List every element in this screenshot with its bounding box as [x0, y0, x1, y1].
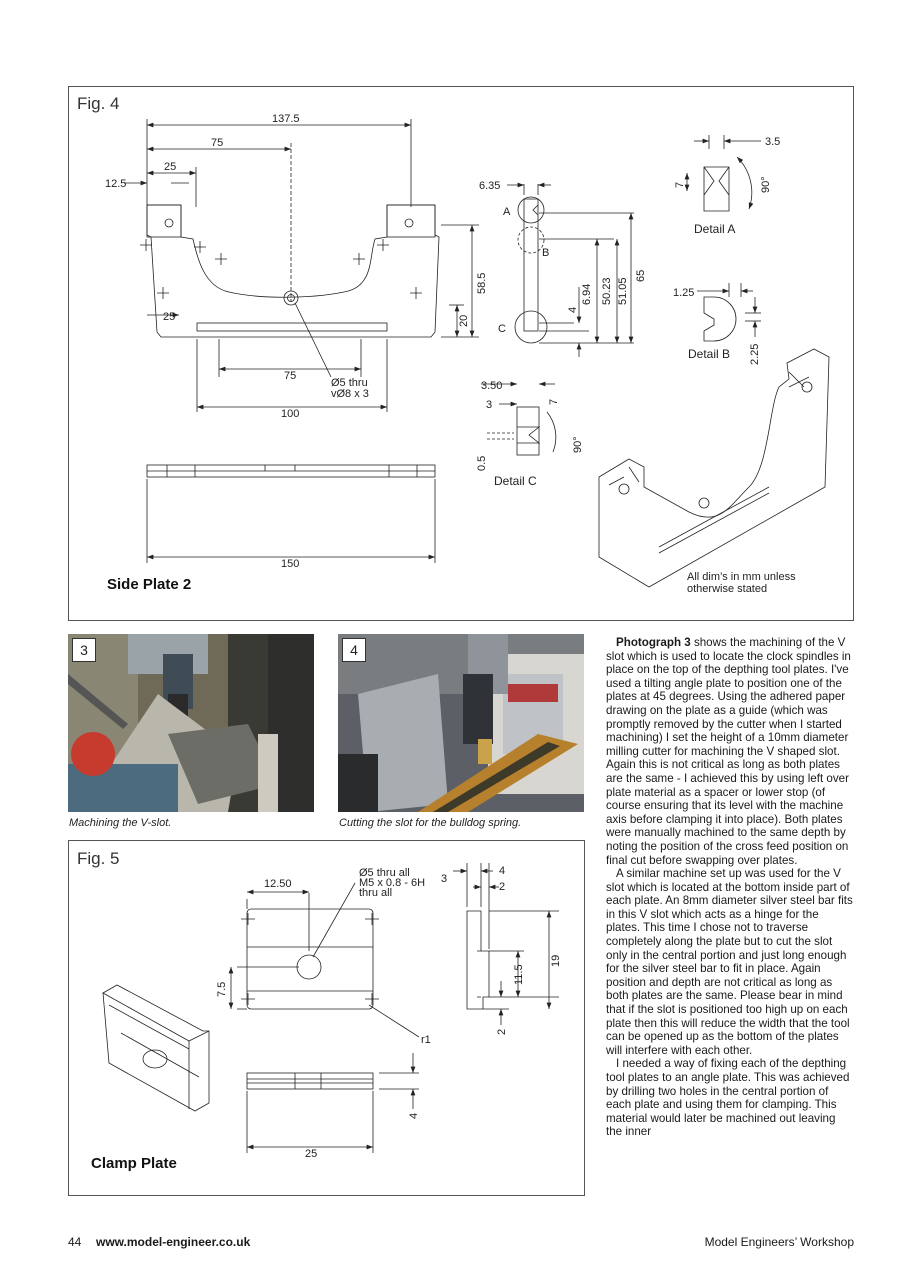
- photo-4-number: 4: [342, 638, 366, 662]
- label-b: B: [542, 247, 549, 259]
- hole-spec-3: thru all: [359, 887, 392, 899]
- figure-4: Fig. 4: [68, 86, 854, 621]
- photo-reference: Photograph 3: [616, 636, 691, 649]
- photo-3-number: 3: [72, 638, 96, 662]
- detail-c-label: Detail C: [494, 474, 537, 488]
- article-text: Photograph 3 shows the machining of the …: [606, 636, 854, 1139]
- dim-2-bottom: 2: [496, 1029, 508, 1035]
- website-url[interactable]: www.model-engineer.co.uk: [96, 1235, 251, 1249]
- dim-50-23: 50.23: [601, 277, 613, 305]
- figure-4-label: Fig. 4: [77, 94, 120, 113]
- hole-callout-2: vØ8 x 3: [331, 388, 369, 400]
- dim-3-50: 3.50: [481, 380, 502, 392]
- photo-3-image: [68, 634, 314, 812]
- dim-12-50: 12.50: [264, 878, 292, 890]
- dim-2-25: 2.25: [749, 344, 761, 365]
- dim-100: 100: [281, 408, 299, 420]
- dim-90-c: 90°: [572, 436, 584, 453]
- radius-r1: r1: [421, 1034, 431, 1046]
- clamp-plate-drawing: 12.50 Ø5 thru all M5 x 0.8 - 6H thru all…: [102, 863, 562, 1160]
- figure-5-label: Fig. 5: [77, 849, 120, 868]
- paragraph-1: Photograph 3 shows the machining of the …: [606, 636, 854, 867]
- paragraph-2: A similar machine set up was used for th…: [606, 867, 853, 1057]
- dim-3-5: 3.5: [765, 136, 780, 148]
- dim-1-25: 1.25: [673, 287, 694, 299]
- figure-5-title: Clamp Plate: [91, 1155, 177, 1172]
- detail-b-label: Detail B: [688, 347, 730, 361]
- photo-4-caption: Cutting the slot for the bulldog spring.: [339, 817, 522, 829]
- figure-4-title: Side Plate 2: [107, 576, 192, 593]
- dim-6-94: 6.94: [581, 284, 593, 305]
- dim-75-top: 75: [211, 137, 223, 149]
- dim-65: 65: [635, 270, 647, 282]
- dim-20: 20: [458, 315, 470, 327]
- photograph-3: 3: [68, 634, 314, 812]
- dim-4-bottom: 4: [408, 1113, 420, 1119]
- magazine-name: Model Engineers’ Workshop: [704, 1235, 854, 1249]
- dim-11-5: 11.5: [513, 964, 525, 985]
- paragraph-1-text: shows the machining of the V slot which …: [606, 636, 851, 867]
- label-a: A: [503, 206, 511, 218]
- page-number: 44: [68, 1235, 82, 1249]
- dim-51-05: 51.05: [617, 277, 629, 305]
- dim-150: 150: [281, 558, 299, 570]
- detail-a-label: Detail A: [694, 222, 735, 236]
- hole-spec-1: Ø5 thru all: [359, 867, 410, 879]
- photograph-4: 4: [338, 634, 584, 812]
- label-c: C: [498, 323, 506, 335]
- dim-4: 4: [567, 307, 579, 313]
- dim-2-top: 2: [499, 881, 505, 893]
- figure-5: Fig. 5: [68, 840, 585, 1196]
- paragraph-3: I needed a way of fixing each of the dep…: [606, 1057, 850, 1139]
- photo-4-image: [338, 634, 584, 812]
- side-plate-drawing: 137.5 75 25 12.5 25 58.5 20 75 Ø5 thru v…: [105, 113, 830, 588]
- dim-3: 3: [441, 873, 447, 885]
- dim-25-top: 25: [164, 161, 176, 173]
- units-note-line-2: otherwise stated: [687, 583, 768, 595]
- dim-7-c: 7: [548, 399, 560, 405]
- dim-90-a: 90°: [760, 176, 772, 193]
- dim-25: 25: [305, 1148, 317, 1160]
- dim-6-35: 6.35: [479, 180, 500, 192]
- dim-19: 19: [550, 955, 562, 967]
- units-note: All dim’s in mm unless otherwise stated: [687, 571, 796, 595]
- dim-137-5: 137.5: [272, 113, 300, 125]
- dim-7-5: 7.5: [216, 982, 228, 997]
- hole-callout-1: Ø5 thru: [331, 377, 368, 389]
- dim-0-5: 0.5: [476, 456, 488, 471]
- dim-7-a: 7: [674, 182, 686, 188]
- dim-75-bottom: 75: [284, 370, 296, 382]
- hole-spec-2: M5 x 0.8 - 6H: [359, 877, 425, 889]
- dim-58-5: 58.5: [476, 273, 488, 294]
- dim-25-left: 25: [163, 311, 175, 323]
- dim-4-top: 4: [499, 865, 505, 877]
- photo-3-caption: Machining the V-slot.: [69, 817, 172, 829]
- dim-3: 3: [486, 399, 492, 411]
- units-note-line-1: All dim’s in mm unless: [687, 571, 796, 583]
- dim-12-5: 12.5: [105, 178, 126, 190]
